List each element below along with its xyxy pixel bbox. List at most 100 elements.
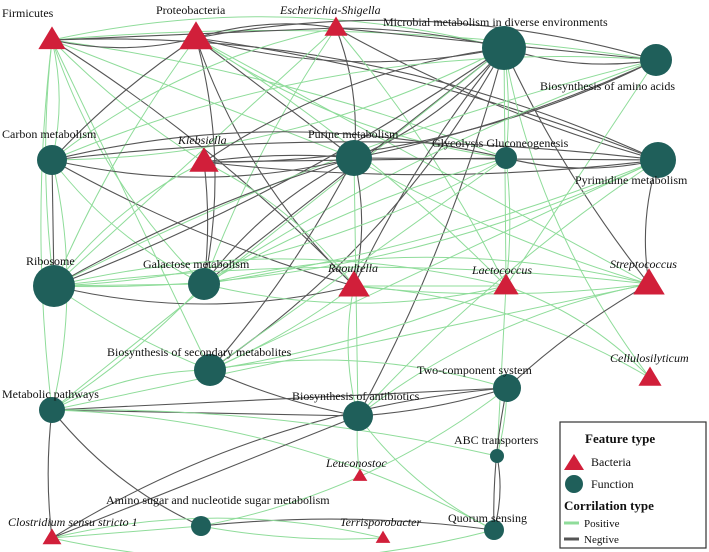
label-proteobacteria: Proteobacteria xyxy=(156,3,226,17)
edge-positive xyxy=(195,37,507,159)
edge-positive xyxy=(53,157,507,287)
label-leuconostoc: Leuconostoc xyxy=(325,456,387,470)
node-abc xyxy=(490,449,504,463)
edge-positive xyxy=(51,409,495,531)
edge-negative xyxy=(203,47,505,163)
edge-negative xyxy=(53,157,355,287)
edge-positive xyxy=(203,27,337,285)
edge-negative xyxy=(51,415,359,539)
edge-positive xyxy=(209,285,507,371)
label-secondary: Biosynthesis of secondary metabolites xyxy=(107,345,292,359)
edge-positive xyxy=(53,37,197,287)
edge-negative xyxy=(51,409,359,417)
edge-positive xyxy=(53,266,650,287)
node-proteobacteria xyxy=(179,21,213,50)
edge-negative xyxy=(53,285,355,305)
edge-negative xyxy=(53,47,505,287)
edge-negative xyxy=(203,59,657,163)
edge-positive xyxy=(51,525,202,539)
edge-negative xyxy=(51,159,355,287)
edge-negative xyxy=(195,37,355,159)
edge-positive xyxy=(51,16,505,49)
labels-layer: Firmicutes Proteobacteria Escherichia-Shig… xyxy=(2,3,689,529)
edge-positive xyxy=(203,256,650,285)
node-streptococcus xyxy=(633,268,665,295)
node-antibiotics xyxy=(343,401,373,431)
node-lactococcus xyxy=(493,273,519,295)
node-aminoacids xyxy=(640,44,672,76)
edge-positive xyxy=(51,369,211,411)
edge-negative xyxy=(195,19,657,61)
edge-negative xyxy=(51,131,507,161)
edge-positive xyxy=(503,47,651,379)
edge-negative xyxy=(51,387,508,411)
edge-positive xyxy=(496,285,507,457)
label-ribosome: Ribosome xyxy=(26,254,75,268)
edge-positive xyxy=(203,157,507,285)
legend: Feature type Bacteria Function Corrilati… xyxy=(559,421,707,549)
edge-negative xyxy=(195,37,505,63)
label-cellulosilyticum: Cellulosilyticum xyxy=(610,351,689,365)
edge-negative xyxy=(353,47,505,287)
legend-function-label: Function xyxy=(591,477,634,491)
label-klebsiella: Klebsiella xyxy=(177,133,227,147)
edge-positive xyxy=(51,283,650,411)
edge-negative xyxy=(353,47,505,159)
edge-positive xyxy=(51,39,205,163)
label-metabolic: Metabolic pathways xyxy=(2,387,99,401)
edge-positive xyxy=(53,285,211,371)
edge-positive xyxy=(51,283,205,411)
label-carbon: Carbon metabolism xyxy=(2,127,97,141)
edge-positive xyxy=(51,47,505,411)
edge-negative xyxy=(503,47,650,285)
label-firmicutes: Firmicutes xyxy=(2,6,54,20)
edge-positive xyxy=(200,525,384,540)
edge-positive xyxy=(53,161,205,287)
label-galactose: Galactose metabolism xyxy=(143,257,250,271)
edge-positive xyxy=(209,157,507,371)
legend-negative-label: Negtive xyxy=(584,534,619,546)
edge-positive xyxy=(51,30,657,61)
edge-negative xyxy=(51,37,197,49)
node-galactose xyxy=(188,268,220,300)
node-quorum xyxy=(484,520,504,540)
edge-negative xyxy=(203,159,659,176)
node-ribosome xyxy=(33,265,75,307)
edge-negative xyxy=(51,37,197,161)
edge-negative xyxy=(47,409,53,539)
label-glycolysis: Glycolysis Gluconeogenesis xyxy=(432,136,569,150)
edge-negative xyxy=(357,47,505,417)
label-clostridium: Clostridium sensu stricto 1 xyxy=(8,515,138,529)
edge-positive xyxy=(357,159,659,417)
edge-negative xyxy=(51,409,202,527)
legend-bacteria-icon xyxy=(564,454,584,470)
edge-negative xyxy=(203,157,355,285)
edge-negative xyxy=(51,157,355,178)
label-pyrimidine: Pyrimidine metabolism xyxy=(575,173,688,187)
edge-positive xyxy=(203,159,659,285)
legend-positive-label: Positive xyxy=(584,518,620,530)
edge-positive xyxy=(40,39,53,411)
label-escherichia: Escherichia-Shigella xyxy=(279,3,381,17)
label-streptococcus: Streptococcus xyxy=(610,257,677,271)
label-abc: ABC transporters xyxy=(454,433,539,447)
label-terrisporobacter: Terrisporobacter xyxy=(340,515,421,529)
edge-positive xyxy=(209,359,508,389)
edge-positive xyxy=(353,157,650,285)
legend-box xyxy=(559,421,707,549)
edge-negative xyxy=(51,38,659,161)
edge-positive xyxy=(53,27,337,287)
legend-feature-title: Feature type xyxy=(585,431,655,446)
edge-negative xyxy=(353,59,657,159)
node-purine xyxy=(336,140,372,176)
edge-negative xyxy=(506,283,650,389)
node-carbon xyxy=(37,145,67,175)
label-microbial: Microbial metabolism in diverse environm… xyxy=(383,15,608,29)
edge-positive xyxy=(51,529,495,552)
legend-function-icon xyxy=(565,475,583,493)
node-microbial xyxy=(482,26,526,70)
edge-positive xyxy=(505,59,657,287)
edge-positive xyxy=(51,56,657,161)
node-pyrimidine xyxy=(640,142,676,178)
